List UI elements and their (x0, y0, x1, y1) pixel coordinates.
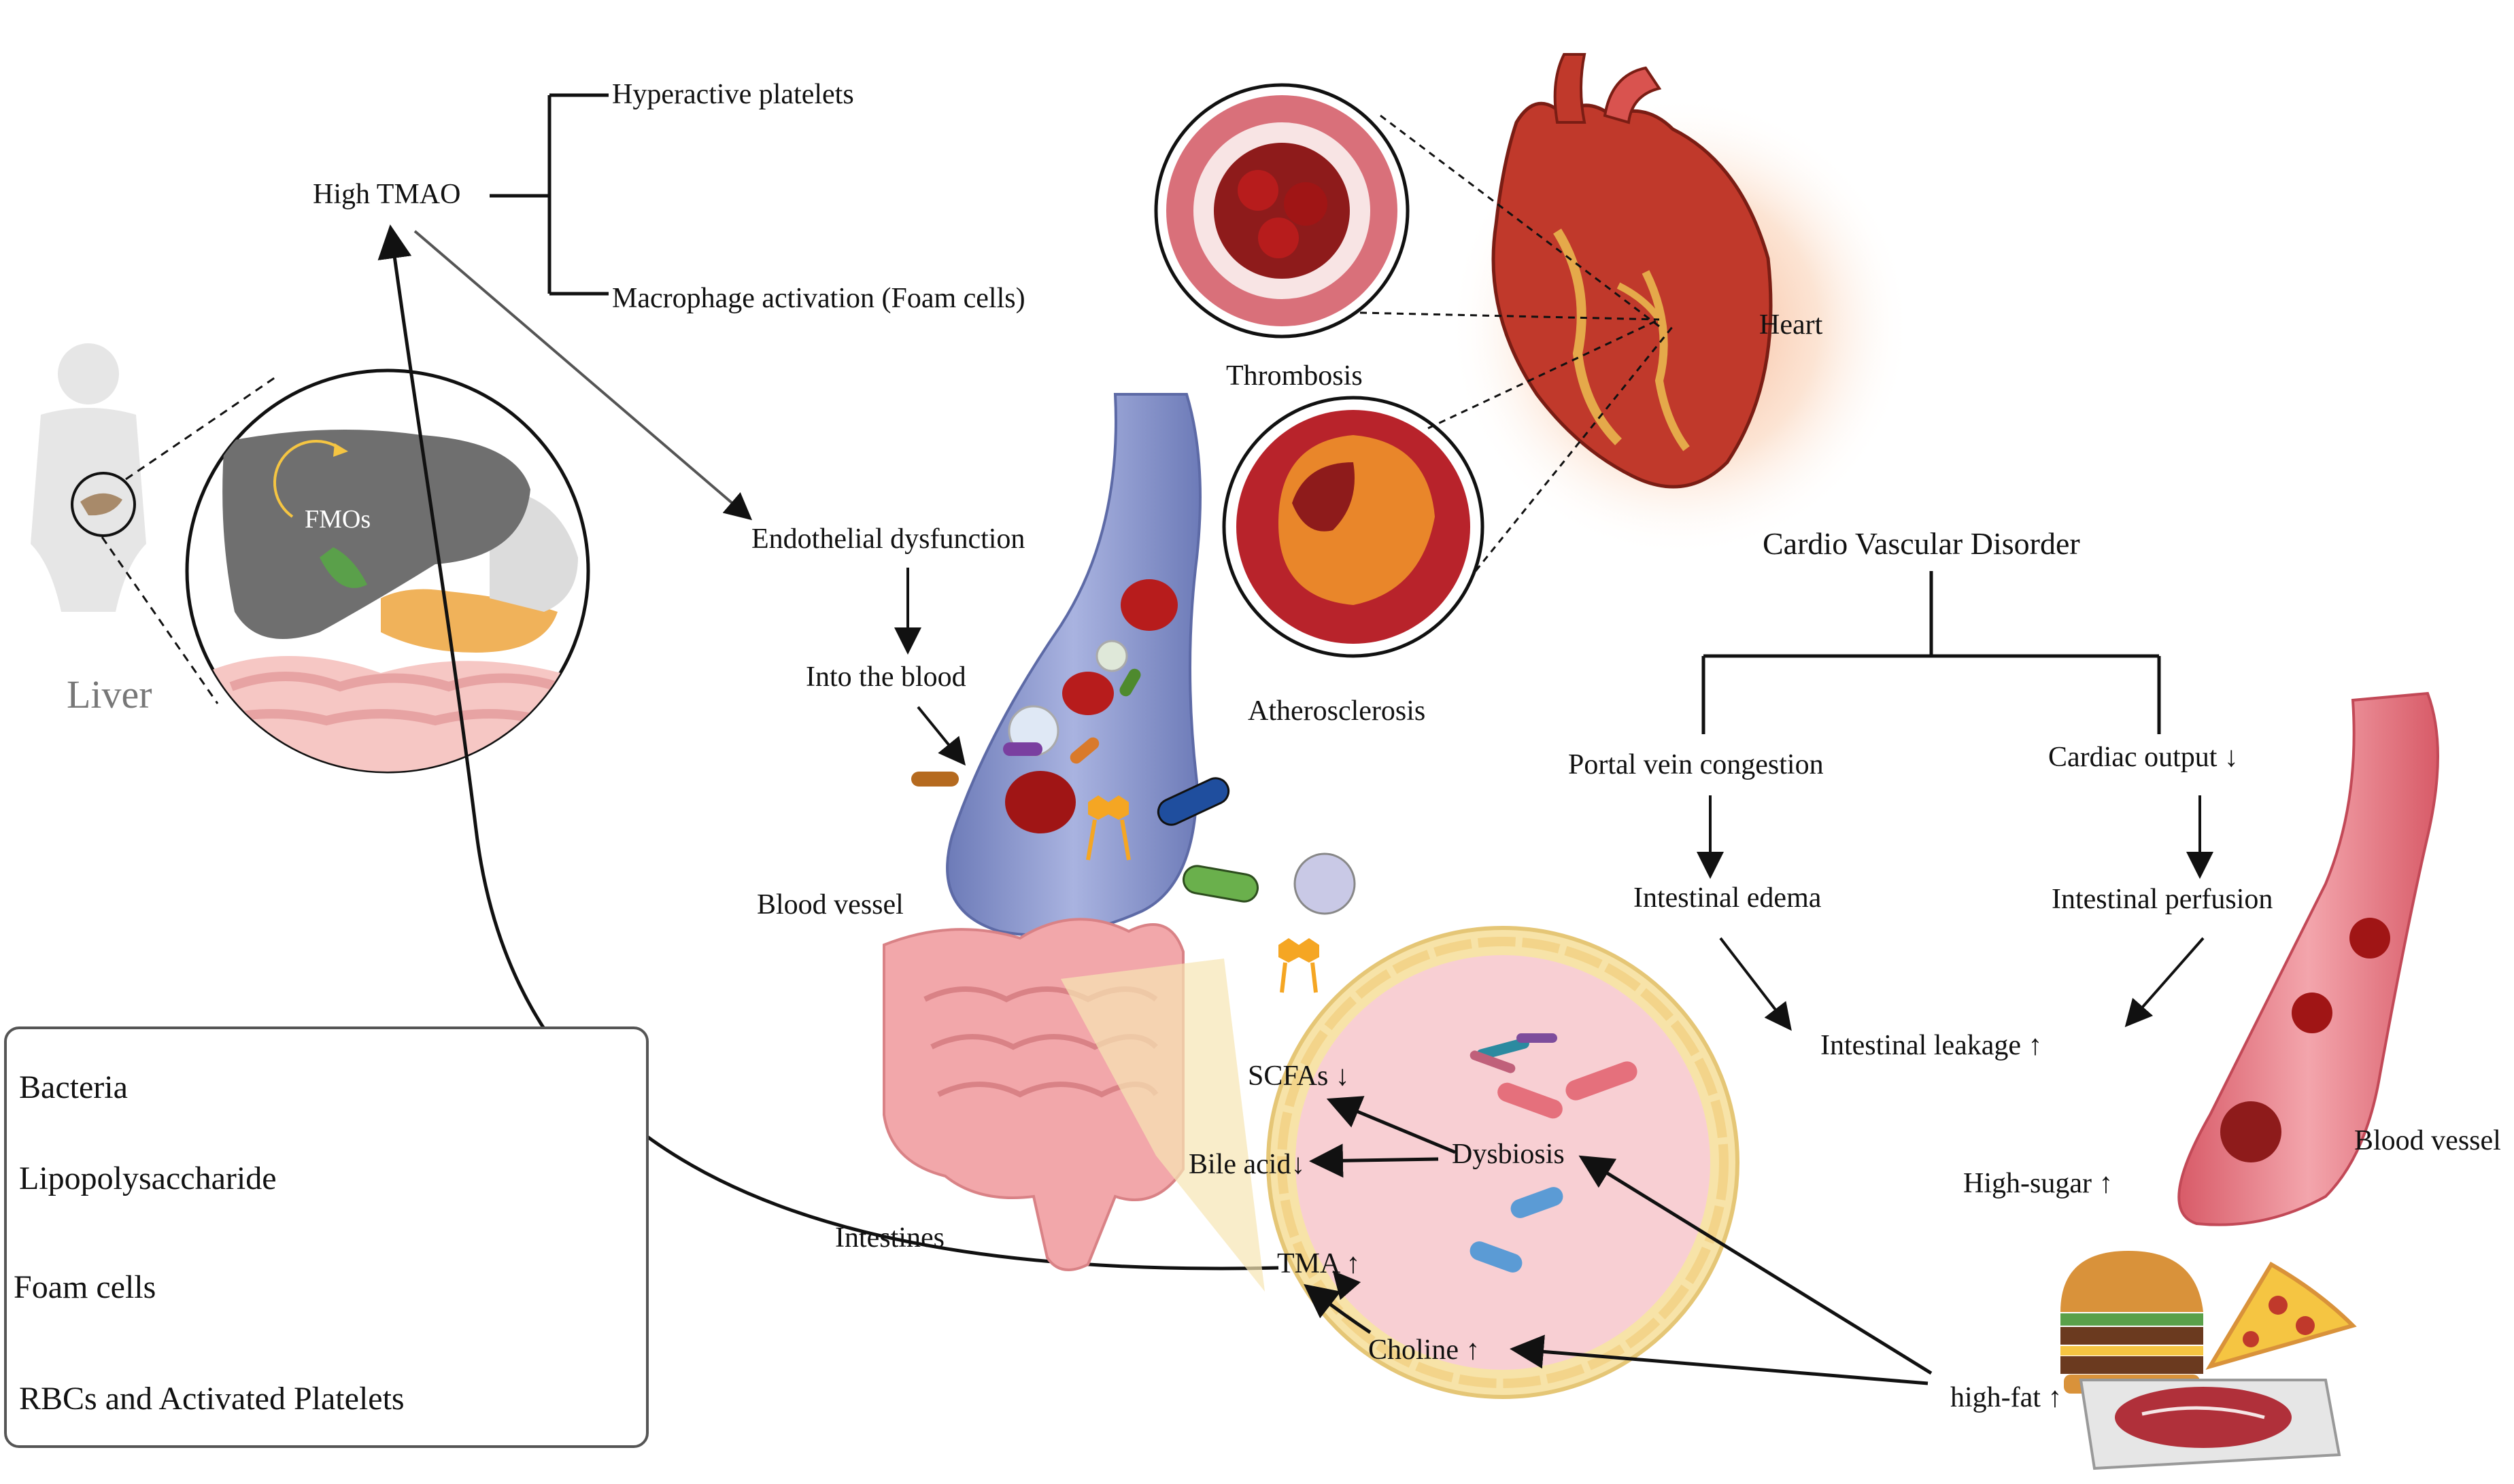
intestinal-leakage-label: Intestinal leakage ↑ (1820, 1030, 2043, 1061)
gut-lumen-circle (1266, 926, 1739, 1399)
high-tmao-label: High TMAO (313, 179, 461, 210)
tma-label: TMA ↑ (1277, 1248, 1361, 1279)
choline-label: Choline ↑ (1368, 1334, 1480, 1366)
legend-lipopolysaccharide-label: Lipopolysaccharide (19, 1160, 277, 1196)
bile-acid-label: Bile acid↓ (1189, 1149, 1306, 1180)
liver-zoom-circle (185, 368, 590, 774)
heart-label: Heart (1759, 309, 1823, 341)
liver-label: Liver (67, 672, 152, 717)
meat-tray-icon (2079, 1379, 2341, 1470)
fmos-label: FMOs (305, 505, 371, 534)
burger-icon (2060, 1251, 2203, 1394)
into-the-blood-label: Into the blood (806, 661, 966, 693)
bacteria-blue-icon (1157, 777, 1230, 826)
pizza-icon (2205, 1261, 2357, 1370)
macrophage-activation-label: Macrophage activation (Foam cells) (612, 283, 1025, 314)
hyperactive-platelets-label: Hyperactive platelets (612, 79, 854, 110)
high-sugar-label: High-sugar ↑ (1963, 1168, 2113, 1199)
intestines-label: Intestines (835, 1222, 945, 1254)
scfas-label: SCFAs ↓ (1248, 1060, 1350, 1092)
lps-icon-gut (1278, 938, 1319, 993)
endothelial-dysfunction-label: Endothelial dysfunction (751, 523, 1025, 555)
foam-cell-small-icon (1293, 852, 1356, 915)
lps-icon-vessel (1086, 795, 1131, 861)
legend-bacteria-label: Bacteria (19, 1069, 128, 1105)
blood-vessel-red (2177, 691, 2439, 1226)
blood-vessel-left-label: Blood vessel (757, 889, 904, 920)
thrombosis-circle (1154, 83, 1410, 339)
intestinal-edema-label: Intestinal edema (1633, 882, 1822, 914)
portal-vein-label: Portal vein congestion (1568, 749, 1824, 780)
intestinal-perfusion-label: Intestinal perfusion (2052, 884, 2273, 915)
blood-vessel-blue (946, 393, 1202, 937)
atherosclerosis-label: Atherosclerosis (1248, 695, 1426, 727)
bacteria-outside-icon (911, 772, 959, 787)
cvd-label: Cardio Vascular Disorder (1763, 526, 2080, 561)
heart-icon (1491, 53, 1773, 489)
blood-vessel-right-label: Blood vessel (2354, 1125, 2501, 1156)
human-silhouette-icon (31, 343, 146, 612)
thrombosis-label: Thrombosis (1226, 360, 1363, 392)
legend-foam-cells-label: Foam cells (14, 1269, 156, 1305)
legend-rbc-label: RBCs and Activated Platelets (19, 1381, 405, 1417)
bacteria-green-icon (1183, 865, 1259, 903)
cardiac-output-label: Cardiac output ↓ (2048, 742, 2239, 773)
dysbiosis-label: Dysbiosis (1452, 1139, 1565, 1170)
legend-box: Bacteria Lipopolysaccharide Foam cells R… (4, 1026, 649, 1448)
atherosclerosis-circle (1222, 396, 1484, 658)
high-fat-label: high-fat ↑ (1950, 1382, 2062, 1413)
